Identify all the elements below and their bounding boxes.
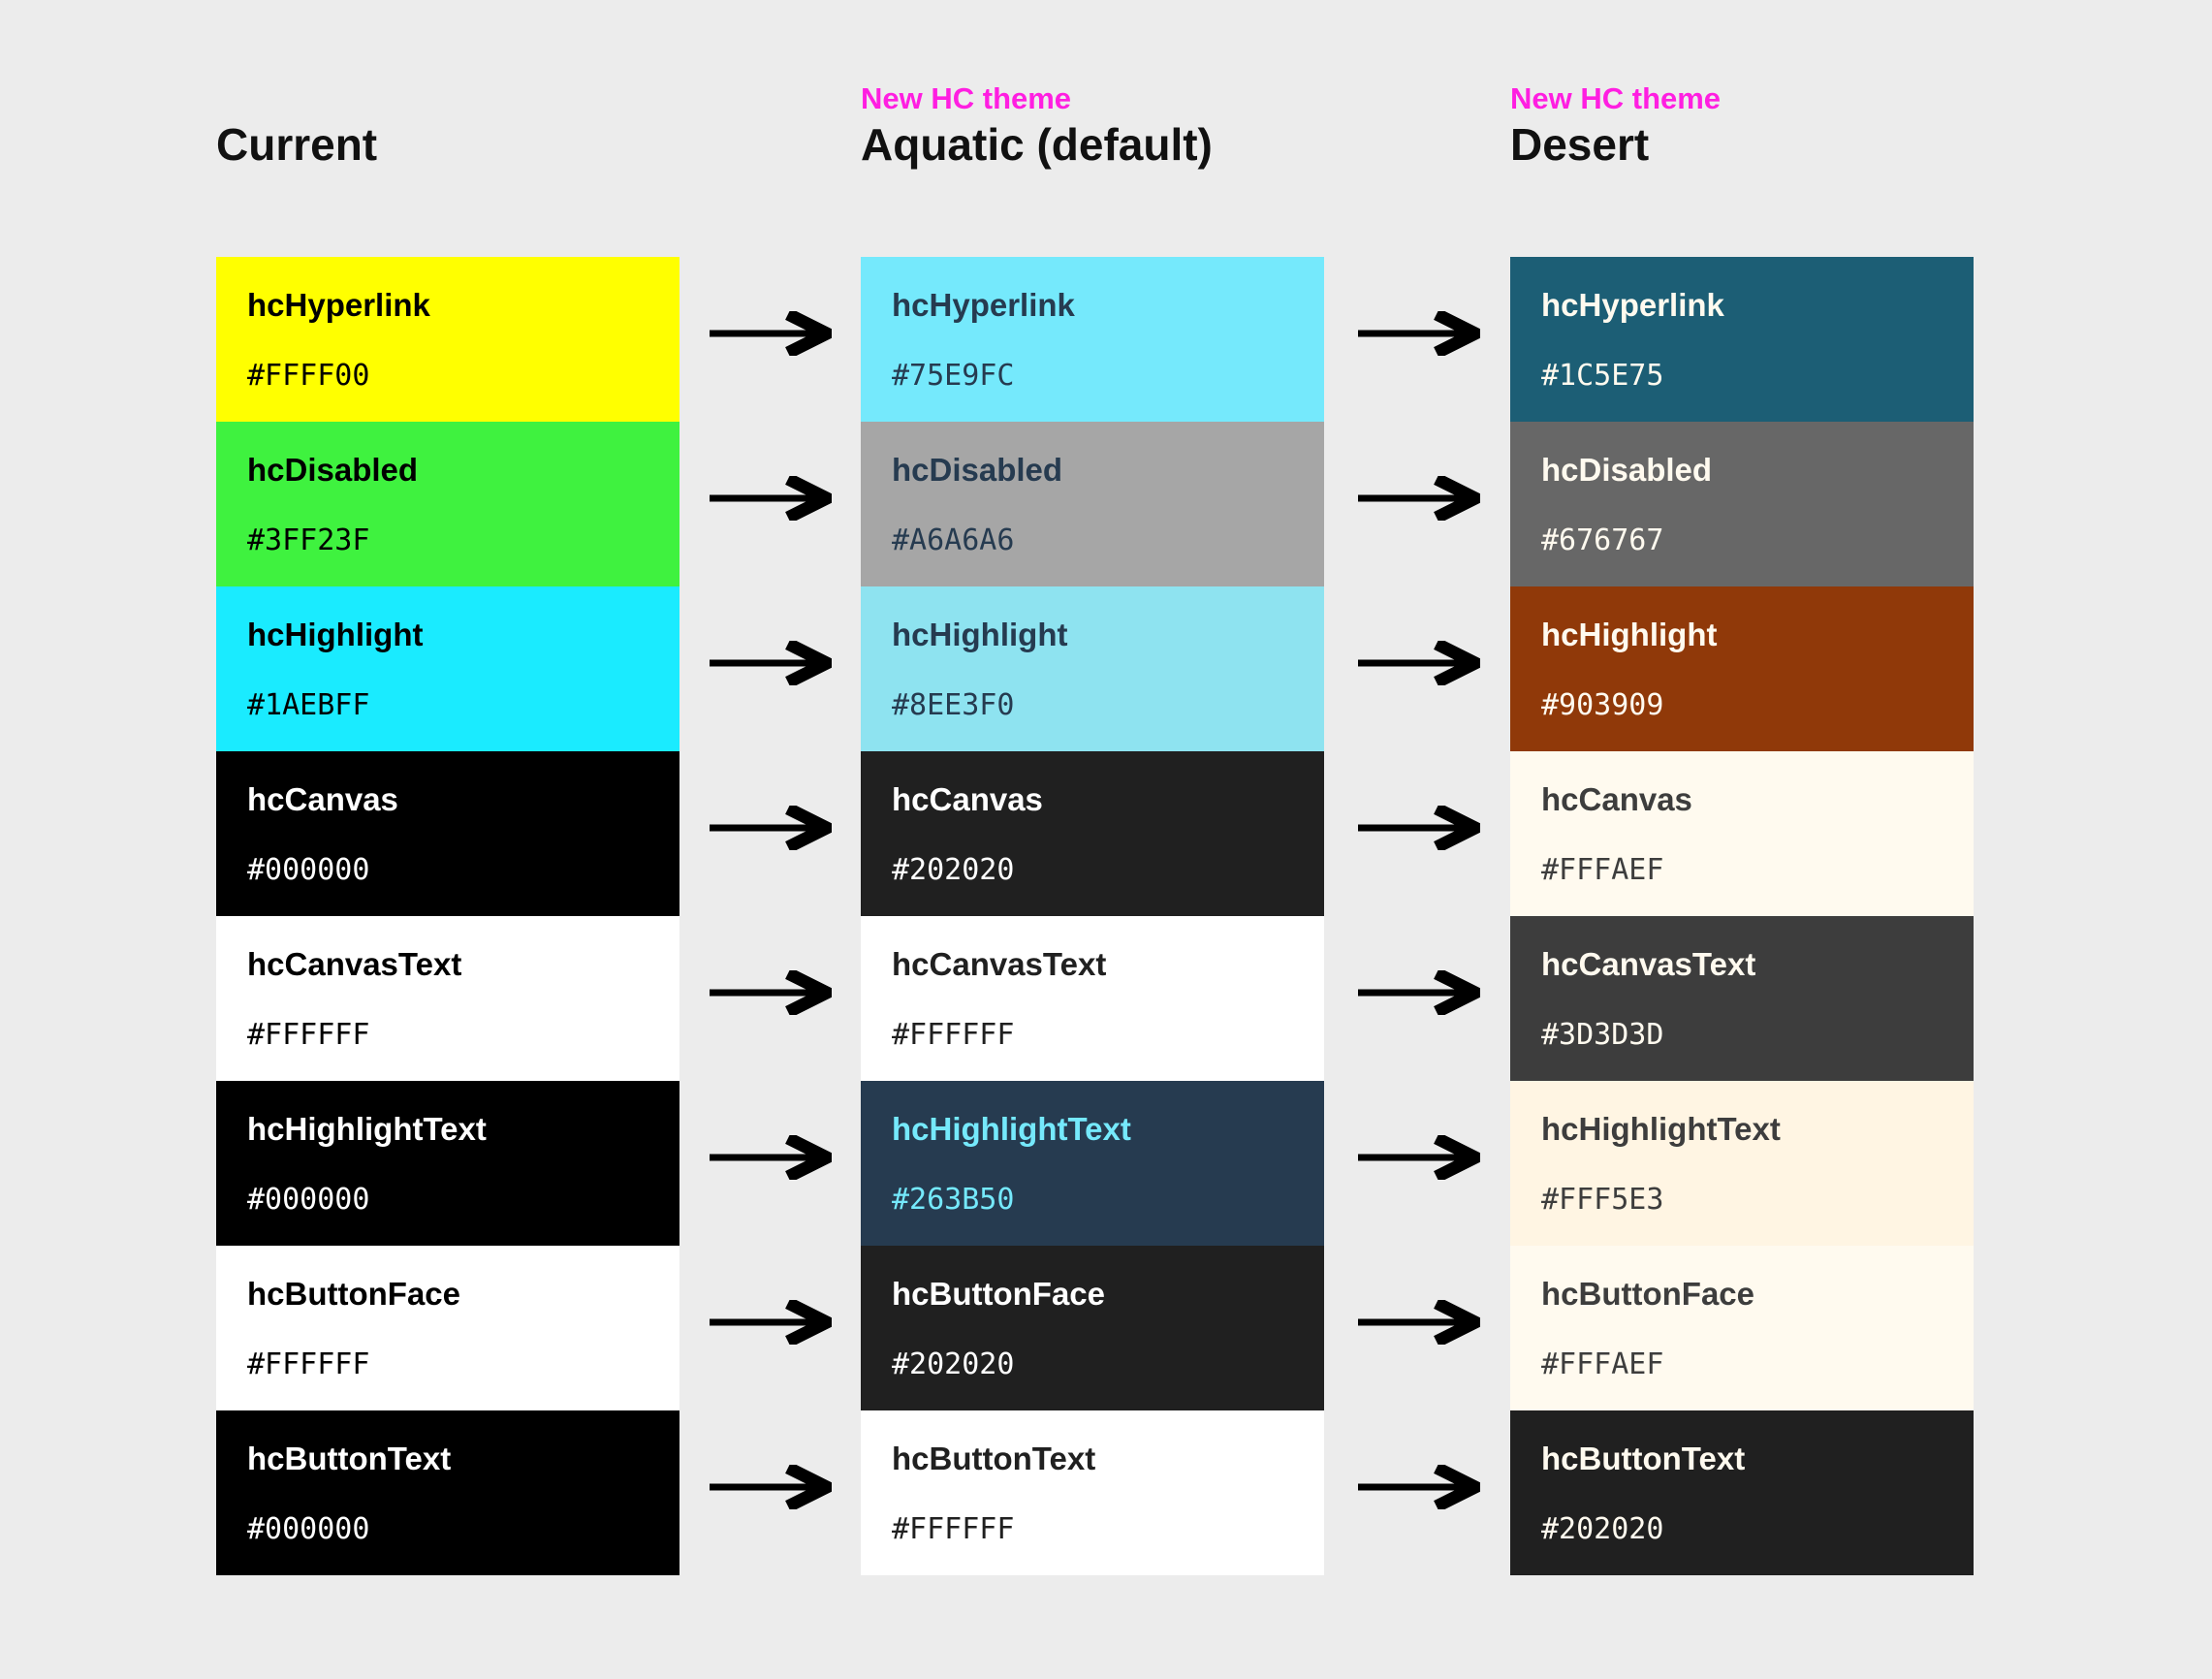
swatch-name: hcHighlightText: [892, 1111, 1131, 1147]
arrow-right-icon: [1357, 1135, 1480, 1180]
swatch-hex-value: #75E9FC: [892, 359, 1015, 393]
color-swatch-desert-hcHighlight: hcHighlight #903909: [1510, 586, 1974, 751]
swatch-name: hcButtonFace: [247, 1276, 461, 1312]
swatch-hex-value: #202020: [1541, 1512, 1664, 1546]
arrow-right-icon: [710, 311, 832, 356]
arrow-right-icon: [1357, 311, 1480, 356]
swatch-stack-desert: hcHyperlink #1C5E75 hcDisabled #676767 hcHig…: [1510, 257, 1974, 1575]
arrow-right-icon: [710, 1465, 832, 1509]
swatch-hex-value: #A6A6A6: [892, 523, 1015, 557]
arrow-right-icon: [710, 476, 832, 521]
swatch-name: hcButtonFace: [892, 1276, 1106, 1312]
color-swatch-aquatic-hcCanvasText: hcCanvasText #FFFFFF: [861, 916, 1324, 1081]
arrow-right-icon: [1357, 970, 1480, 1015]
swatch-hex-value: #000000: [247, 853, 370, 887]
color-swatch-aquatic-hcDisabled: hcDisabled #A6A6A6: [861, 422, 1324, 586]
swatch-hex-value: #FFFAEF: [1541, 1347, 1664, 1381]
swatch-name: hcCanvasText: [247, 946, 462, 982]
swatch-name: hcButtonText: [247, 1441, 452, 1476]
swatch-hex-value: #FFFFFF: [892, 1018, 1015, 1052]
color-swatch-aquatic-hcHighlight: hcHighlight #8EE3F0: [861, 586, 1324, 751]
swatch-name: hcHighlight: [1541, 617, 1718, 652]
color-swatch-aquatic-hcButtonFace: hcButtonFace #202020: [861, 1246, 1324, 1410]
color-swatch-desert-hcHighlightText: hcHighlightText #FFF5E3: [1510, 1081, 1974, 1246]
swatch-name: hcDisabled: [892, 452, 1063, 488]
swatch-hex-value: #FFFFFF: [247, 1018, 370, 1052]
swatch-hex-value: #1C5E75: [1541, 359, 1664, 393]
color-swatch-current-hcButtonText: hcButtonText #000000: [216, 1410, 679, 1575]
swatch-hex-value: #202020: [892, 1347, 1015, 1381]
swatch-hex-value: #FFF5E3: [1541, 1183, 1664, 1217]
swatch-name: hcHighlight: [247, 617, 424, 652]
swatch-name: hcCanvas: [247, 781, 398, 817]
swatch-stack-aquatic: hcHyperlink #75E9FC hcDisabled #A6A6A6 hcHig…: [861, 257, 1324, 1575]
arrow-right-icon: [1357, 1465, 1480, 1509]
new-hc-theme-label: New HC theme: [861, 81, 1072, 115]
new-hc-theme-label: New HC theme: [1510, 81, 1722, 115]
swatch-hex-value: #3D3D3D: [1541, 1018, 1664, 1052]
color-swatch-current-hcCanvas: hcCanvas #000000: [216, 751, 679, 916]
swatch-hex-value: #263B50: [892, 1183, 1015, 1217]
color-swatch-current-hcDisabled: hcDisabled #3FF23F: [216, 422, 679, 586]
arrow-right-icon: [1357, 806, 1480, 850]
swatch-hex-value: #202020: [892, 853, 1015, 887]
swatch-hex-value: #000000: [247, 1512, 370, 1546]
color-swatch-desert-hcHyperlink: hcHyperlink #1C5E75: [1510, 257, 1974, 422]
swatch-name: hcCanvasText: [892, 946, 1107, 982]
swatch-stack-current: hcHyperlink #FFFF00 hcDisabled #3FF23F hcHig…: [216, 257, 679, 1575]
arrow-right-icon: [710, 641, 832, 685]
color-swatch-desert-hcDisabled: hcDisabled #676767: [1510, 422, 1974, 586]
color-swatch-current-hcHighlightText: hcHighlightText #000000: [216, 1081, 679, 1246]
swatch-hex-value: #FFFFFF: [892, 1512, 1015, 1546]
arrow-right-icon: [710, 1135, 832, 1180]
swatch-name: hcHighlight: [892, 617, 1068, 652]
swatch-name: hcCanvasText: [1541, 946, 1756, 982]
swatch-name: hcHighlightText: [1541, 1111, 1781, 1147]
swatch-name: hcButtonText: [892, 1441, 1096, 1476]
color-swatch-desert-hcButtonText: hcButtonText #202020: [1510, 1410, 1974, 1575]
swatch-name: hcCanvas: [892, 781, 1043, 817]
arrow-right-icon: [1357, 1300, 1480, 1345]
swatch-name: hcHyperlink: [247, 287, 430, 323]
color-swatch-aquatic-hcCanvas: hcCanvas #202020: [861, 751, 1324, 916]
swatch-name: hcButtonFace: [1541, 1276, 1755, 1312]
swatch-hex-value: #1AEBFF: [247, 688, 370, 722]
arrow-right-icon: [710, 1300, 832, 1345]
color-swatch-desert-hcCanvas: hcCanvas #FFFAEF: [1510, 751, 1974, 916]
swatch-name: hcHighlightText: [247, 1111, 487, 1147]
color-swatch-current-hcHyperlink: hcHyperlink #FFFF00: [216, 257, 679, 422]
arrow-right-icon: [1357, 641, 1480, 685]
swatch-hex-value: #FFFAEF: [1541, 853, 1664, 887]
color-swatch-aquatic-hcButtonText: hcButtonText #FFFFFF: [861, 1410, 1324, 1575]
swatch-hex-value: #676767: [1541, 523, 1664, 557]
color-swatch-aquatic-hcHighlightText: hcHighlightText #263B50: [861, 1081, 1324, 1246]
swatch-hex-value: #000000: [247, 1183, 370, 1217]
arrow-right-icon: [710, 806, 832, 850]
color-swatch-desert-hcCanvasText: hcCanvasText #3D3D3D: [1510, 916, 1974, 1081]
arrow-right-icon: [710, 970, 832, 1015]
swatch-hex-value: #903909: [1541, 688, 1664, 722]
swatch-name: hcButtonText: [1541, 1441, 1746, 1476]
color-swatch-current-hcHighlight: hcHighlight #1AEBFF: [216, 586, 679, 751]
swatch-name: hcDisabled: [1541, 452, 1713, 488]
color-swatch-desert-hcButtonFace: hcButtonFace #FFFAEF: [1510, 1246, 1974, 1410]
swatch-name: hcHyperlink: [892, 287, 1075, 323]
swatch-hex-value: #FFFFFF: [247, 1347, 370, 1381]
swatch-name: hcHyperlink: [1541, 287, 1724, 323]
swatch-name: hcCanvas: [1541, 781, 1692, 817]
swatch-hex-value: #8EE3F0: [892, 688, 1015, 722]
column-title-current: Current: [216, 119, 378, 170]
color-swatch-current-hcButtonFace: hcButtonFace #FFFFFF: [216, 1246, 679, 1410]
column-title-aquatic: Aquatic (default): [861, 119, 1213, 170]
color-swatch-current-hcCanvasText: hcCanvasText #FFFFFF: [216, 916, 679, 1081]
swatch-hex-value: #3FF23F: [247, 523, 370, 557]
swatch-name: hcDisabled: [247, 452, 419, 488]
swatch-hex-value: #FFFF00: [247, 359, 370, 393]
column-title-desert: Desert: [1510, 119, 1650, 170]
color-swatch-aquatic-hcHyperlink: hcHyperlink #75E9FC: [861, 257, 1324, 422]
arrow-right-icon: [1357, 476, 1480, 521]
